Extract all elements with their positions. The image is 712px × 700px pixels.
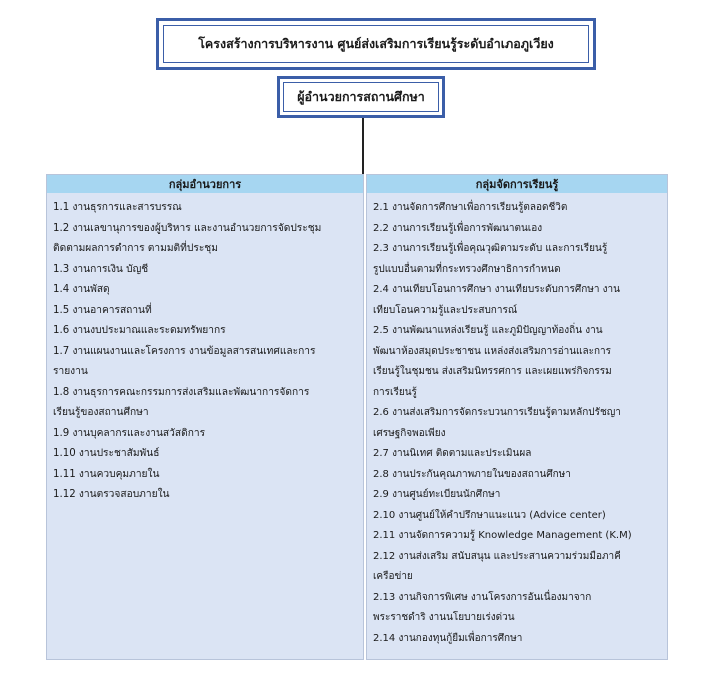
org-chart-title: โครงสร้างการบริหารงาน ศูนย์ส่งเสริมการเร…: [163, 25, 589, 63]
list-item: 1.10 งานประชาสัมพันธ์: [53, 448, 160, 459]
list-item: 2.11 งานจัดการความรู้ Knowledge Manageme…: [373, 530, 632, 541]
list-item: 1.4 งานพัสดุ: [53, 284, 110, 295]
director-label: ผู้อำนวยการสถานศึกษา: [283, 82, 439, 112]
list-item: 1.5 งานอาคารสถานที่: [53, 304, 152, 316]
director-box: ผู้อำนวยการสถานศึกษา: [277, 76, 445, 118]
list-item: 1.9 งานบุคลากรและงานสวัสดิการ: [53, 427, 206, 439]
list-item: 2.6 งานส่งเสริมการจัดกระบวนการเรียนรู้ตา…: [373, 407, 621, 439]
list-item: 1.11 งานควบคุมภายใน: [53, 468, 160, 480]
connector-line: [362, 118, 364, 174]
list-item: 1.8 งานธุรการคณะกรรมการส่งเสริมและพัฒนาก…: [53, 386, 310, 419]
list-item: 2.13 งานกิจการพิเศษ งานโครงการอันเนื่องม…: [373, 591, 592, 624]
list-item: 2.12 งานส่งเสริม สนับสนุน และประสานความร…: [373, 550, 621, 583]
list-item: 2.14 งานกองทุนกู้ยืมเพื่อการศึกษา: [373, 632, 523, 644]
learning-group-header: กลุ่มจัดการเรียนรู้: [367, 175, 667, 193]
admin-group-panel: กลุ่มอำนวยการ 1.1 งานธุรการและสารบรรณ 1.…: [46, 174, 364, 660]
title-box: โครงสร้างการบริหารงาน ศูนย์ส่งเสริมการเร…: [156, 18, 596, 70]
list-item: 1.6 งานงบประมาณและระดมทรัพยากร: [53, 325, 226, 336]
admin-group-header: กลุ่มอำนวยการ: [47, 175, 363, 193]
list-item: 1.7 งานแผนงานและโครงการ งานข้อมูลสารสนเท…: [53, 345, 316, 378]
list-item: 2.2 งานการเรียนรู้เพื่อการพัฒนาตนเอง: [373, 222, 543, 234]
admin-group-list: 1.1 งานธุรการและสารบรรณ 1.2 งานเลขานุการ…: [47, 193, 363, 506]
list-item: 1.1 งานธุรการและสารบรรณ: [53, 202, 182, 213]
list-item: 2.4 งานเทียบโอนการศึกษา งานเทียบระดับการ…: [373, 284, 620, 316]
list-item: 2.3 งานการเรียนรู้เพื่อคุณวุฒิตามระดับ แ…: [373, 243, 608, 275]
list-item: 2.10 งานศูนย์ให้คำปรึกษาแนะแนว (Advice c…: [373, 509, 606, 521]
list-item: 1.2 งานเลขานุการของผู้บริหาร และงานอำนวย…: [53, 222, 322, 255]
list-item: 1.3 งานการเงิน บัญชี: [53, 263, 149, 275]
list-item: 1.12 งานตรวจสอบภายใน: [53, 489, 170, 500]
list-item: 2.8 งานประกันคุณภาพภายในของสถานศึกษา: [373, 468, 571, 480]
list-item: 2.5 งานพัฒนาแหล่งเรียนรู้ และภูมิปัญญาท้…: [373, 325, 612, 398]
learning-group-panel: กลุ่มจัดการเรียนรู้ 2.1 งานจัดการศึกษาเพ…: [366, 174, 668, 660]
list-item: 2.9 งานศูนย์ทะเบียนนักศึกษา: [373, 489, 501, 500]
list-item: 2.1 งานจัดการศึกษาเพื่อการเรียนรู้ตลอดชี…: [373, 202, 568, 213]
list-item: 2.7 งานนิเทศ ติดตามและประเมินผล: [373, 448, 532, 459]
learning-group-list: 2.1 งานจัดการศึกษาเพื่อการเรียนรู้ตลอดชี…: [367, 193, 667, 649]
